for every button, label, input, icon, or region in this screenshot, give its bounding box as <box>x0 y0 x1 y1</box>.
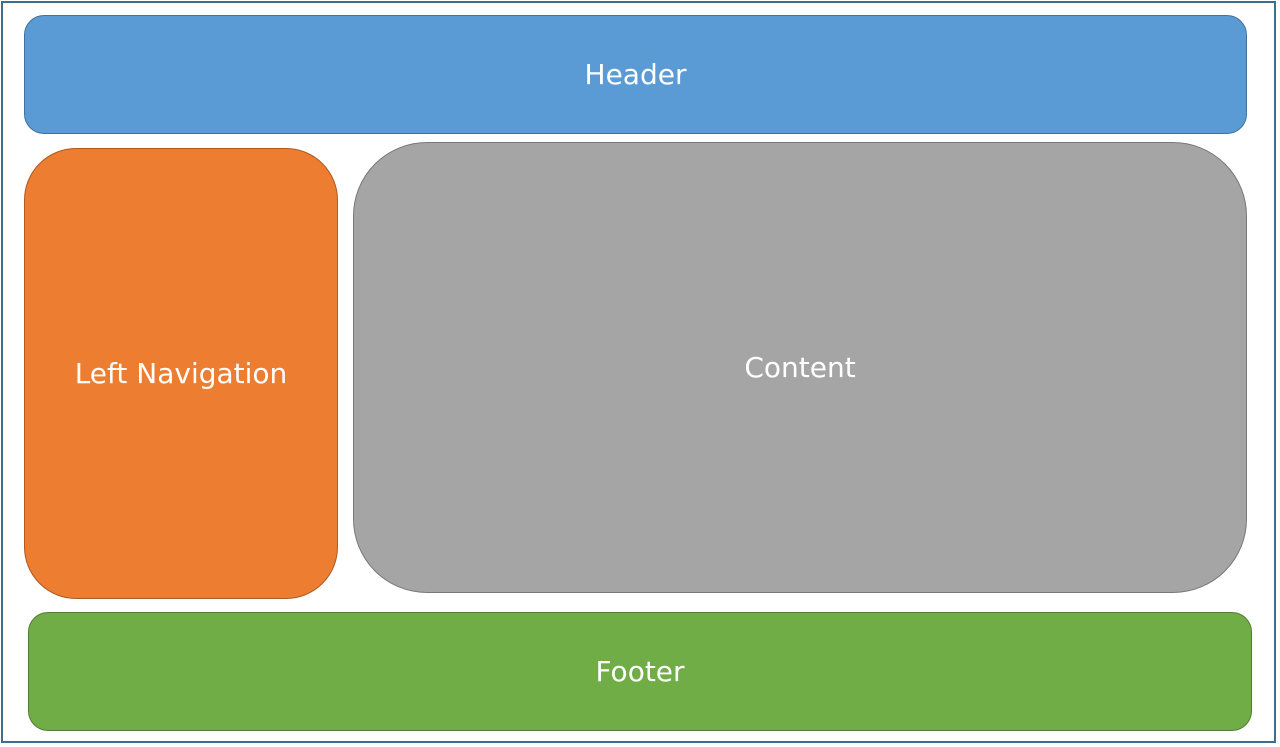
content-label: Content <box>744 351 856 384</box>
header-label: Header <box>584 58 687 91</box>
footer-region: Footer <box>28 612 1252 731</box>
left-navigation-label: Left Navigation <box>74 357 288 390</box>
header-region: Header <box>24 15 1247 134</box>
content-region: Content <box>353 142 1247 593</box>
left-navigation-region: Left Navigation <box>24 148 338 599</box>
footer-label: Footer <box>595 655 685 688</box>
